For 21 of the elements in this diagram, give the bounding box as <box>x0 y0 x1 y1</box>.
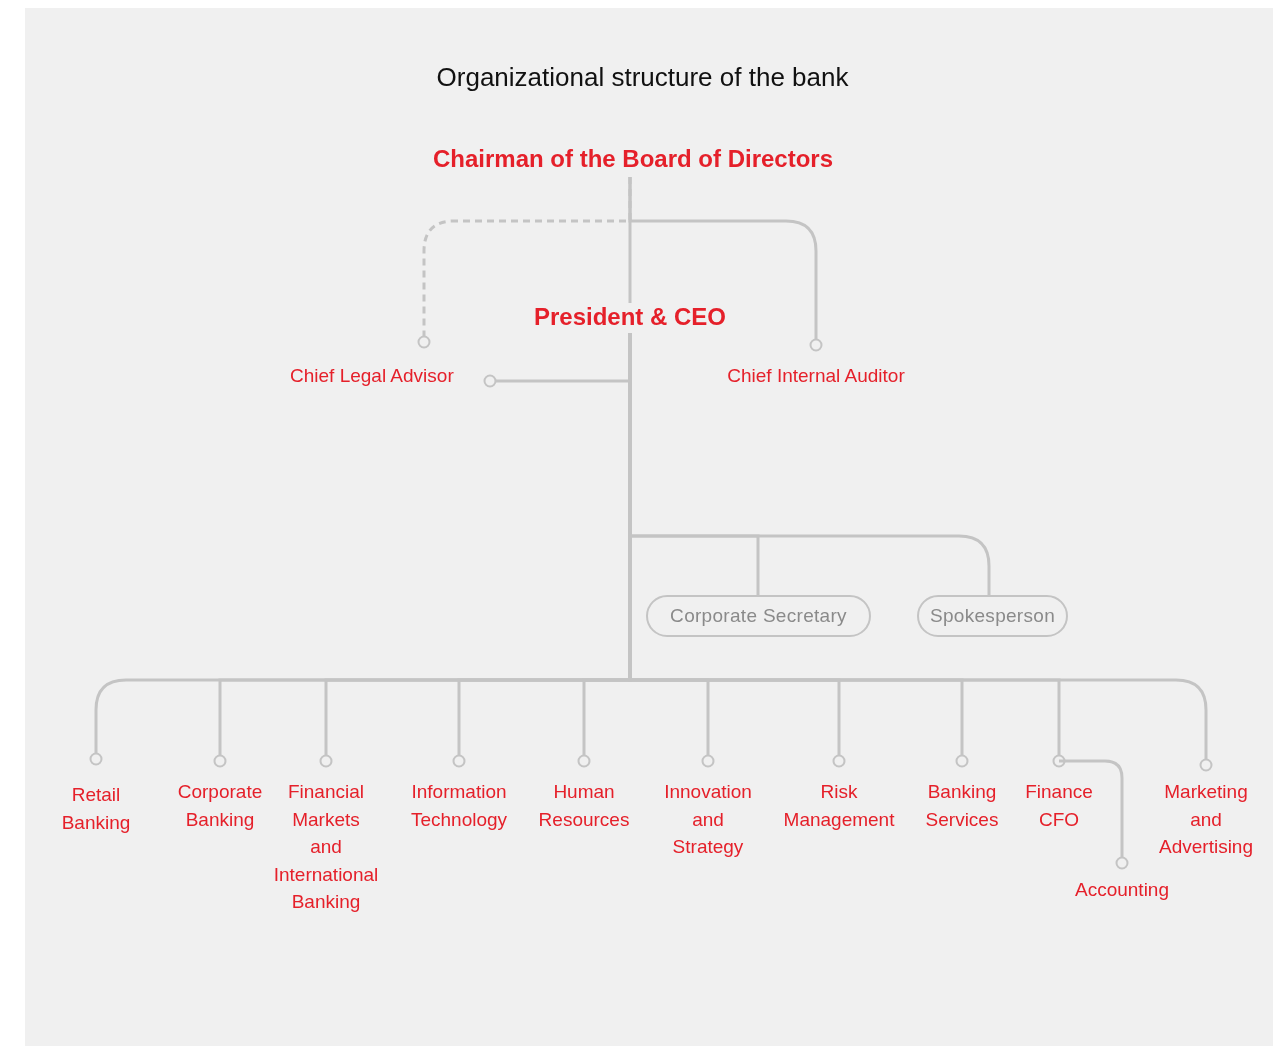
department-label: Accounting <box>1075 878 1169 902</box>
department-label: Banking Services <box>925 780 999 832</box>
department-label: Corporate Banking <box>177 780 263 832</box>
role-pill: Spokesperson <box>917 595 1068 637</box>
diagram-title: Organizational structure of the bank <box>435 62 850 93</box>
executive-title: President & CEO <box>533 303 726 331</box>
department-label: Finance CFO <box>1025 780 1093 832</box>
executive-title: Chairman of the Board of Directors <box>432 145 834 173</box>
department-label: Innovation and Strategy <box>664 780 752 859</box>
department-label: Retail Banking <box>61 783 131 835</box>
department-label: Information Technology <box>410 780 508 832</box>
connector-line <box>628 177 823 352</box>
department-label: Financial Markets and International Banking <box>273 780 379 914</box>
role-pill: Corporate Secretary <box>646 595 871 637</box>
department-label: Marketing and Advertising <box>1159 780 1253 859</box>
officer-label: Chief Internal Auditor <box>726 364 906 388</box>
officer-label: Chief Legal Advisor <box>290 364 455 388</box>
connector-line <box>1059 759 1129 870</box>
department-label: Risk Management <box>783 780 895 832</box>
connector-line <box>628 333 1213 772</box>
department-label: Human Resources <box>538 780 630 832</box>
